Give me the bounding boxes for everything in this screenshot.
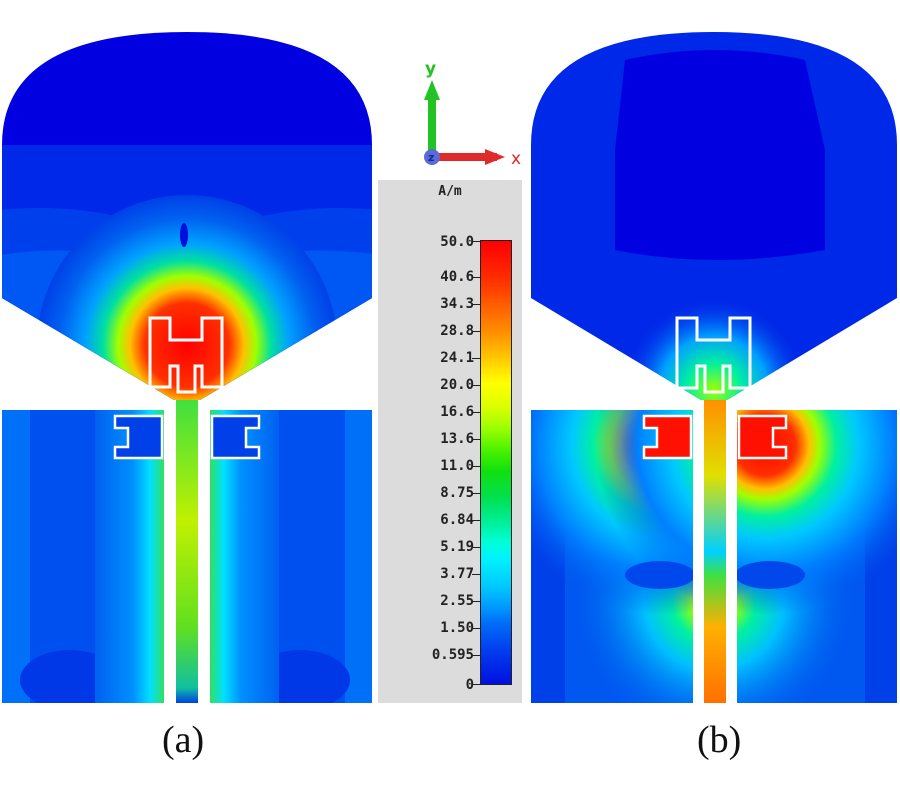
colorbar-tick-label: 20.0 [440, 377, 474, 393]
colorbar-tick-label: 5.19 [440, 539, 474, 555]
colorbar-tick [472, 385, 480, 386]
colorbar-tick-label: 40.6 [440, 269, 474, 285]
colorbar-tick-label: 34.3 [440, 296, 474, 312]
colorbar-unit-label: A/m [438, 184, 462, 199]
y-axis-label: y [425, 59, 436, 79]
colorbar-tick-label: 8.75 [440, 485, 474, 501]
colorbar-tick [472, 574, 480, 575]
colorbar-tick-label: 24.1 [440, 350, 474, 366]
colorbar-tick [472, 439, 480, 440]
colorbar-tick [472, 412, 480, 413]
colorbar-tick [472, 358, 480, 359]
z-axis-icon [424, 149, 440, 165]
colorbar-tick [472, 304, 480, 305]
colorbar-tick-label: 2.55 [440, 593, 474, 609]
colorbar-tick-label: 50.0 [440, 234, 474, 250]
field-plot-panel-a [0, 0, 380, 710]
caption-a: (a) [162, 719, 205, 761]
colorbar-tick-label: 0.595 [431, 647, 474, 663]
colorbar-tick-label: 1.50 [440, 620, 474, 636]
colorbar-tick-label: 13.6 [440, 431, 474, 447]
colorbar-tick [472, 547, 480, 548]
colorbar-tick-label: 6.84 [440, 512, 474, 528]
axes-triad: z y x [405, 58, 535, 173]
z-axis-label: z [428, 151, 434, 164]
colorbar-tick [472, 241, 480, 242]
colorbar-gradient [480, 240, 512, 685]
colorbar-tick [472, 520, 480, 521]
current-distribution-plot-a [2, 32, 372, 703]
colorbar-tick-label: 11.0 [440, 458, 474, 474]
colorbar-tick [472, 331, 480, 332]
colorbar-tick [472, 466, 480, 467]
field-plot-panel-b [525, 0, 900, 710]
colorbar-tick-label: 16.6 [440, 404, 474, 420]
colorbar-tick [472, 628, 480, 629]
colorbar-tick [472, 493, 480, 494]
colorbar-legend: A/m 50.0 40.6 34.3 28.8 24.1 20.0 16.6 1… [378, 180, 522, 703]
colorbar-tick [472, 601, 480, 602]
colorbar-tick [472, 277, 480, 278]
colorbar-tick-label: 3.77 [440, 566, 474, 582]
y-axis-arrow-icon [424, 80, 440, 155]
colorbar-tick [472, 655, 480, 656]
x-axis-arrow-icon [432, 149, 505, 165]
caption-b: (b) [697, 719, 742, 761]
colorbar-tick-label: 0 [465, 677, 474, 693]
colorbar-tick [472, 684, 480, 685]
colorbar-tick-label: 28.8 [440, 323, 474, 339]
x-axis-label: x [511, 149, 521, 169]
current-distribution-plot-b [531, 32, 897, 703]
